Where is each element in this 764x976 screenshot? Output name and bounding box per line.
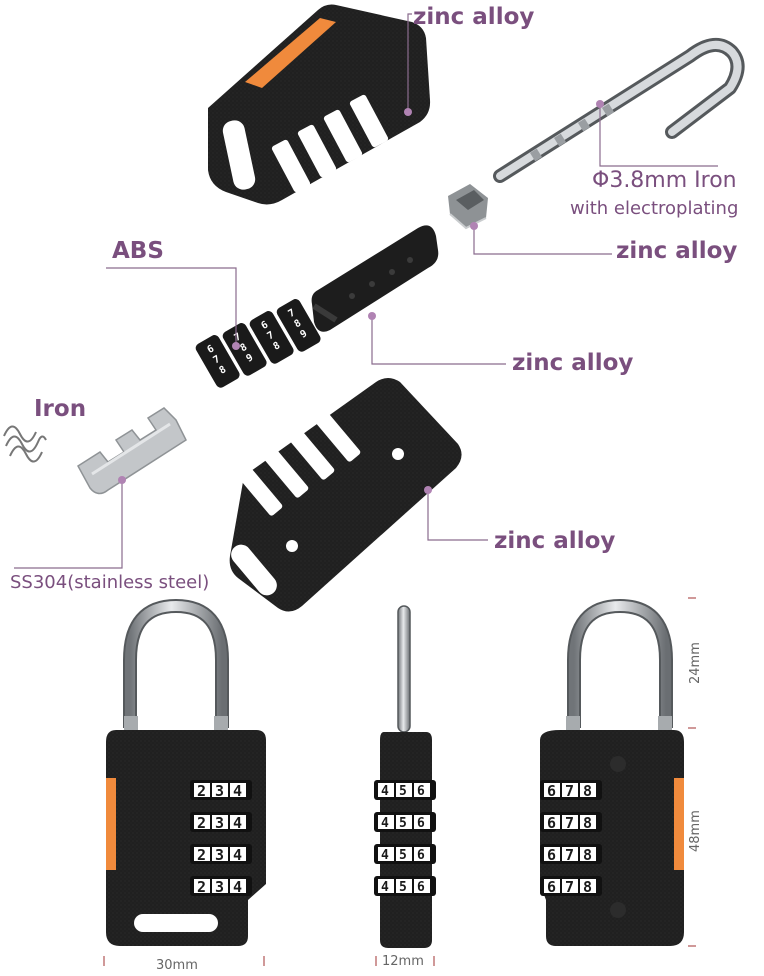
dial-digit: 7	[287, 307, 298, 320]
leader-ss304	[14, 480, 123, 569]
svg-text:2: 2	[197, 782, 206, 800]
svg-text:8: 8	[583, 782, 592, 800]
svg-text:4: 4	[233, 846, 242, 864]
label-zinc-bottom: zinc alloy	[494, 528, 616, 554]
svg-text:3: 3	[215, 878, 224, 896]
dial-wheel: 7 8 9	[222, 323, 267, 376]
svg-text:2: 2	[197, 878, 206, 896]
leader-zinc-core	[371, 316, 506, 365]
svg-text:3: 3	[215, 846, 224, 864]
dial-wheels-part: 6 7 8 7 8 9 6 7 8 7 8 9	[195, 299, 321, 388]
label-iron-rod-line1: Φ3.8mm Iron	[592, 168, 737, 193]
svg-text:4: 4	[233, 782, 242, 800]
leader-lines	[14, 13, 718, 569]
dial-digit: 8	[293, 318, 304, 331]
dial-digit: 8	[272, 340, 283, 353]
svg-text:5: 5	[399, 816, 407, 831]
svg-text:6: 6	[547, 814, 556, 832]
dimension-body-height: 48mm	[688, 810, 703, 852]
dimension-width: 30mm	[156, 958, 198, 973]
dial-digit: 7	[266, 330, 277, 343]
svg-text:6: 6	[417, 880, 425, 895]
dial-wheel: 6 7 8	[195, 335, 240, 388]
svg-text:8: 8	[583, 846, 592, 864]
svg-text:7: 7	[565, 814, 574, 832]
svg-text:4: 4	[381, 816, 389, 831]
label-abs: ABS	[112, 238, 164, 264]
dial-digit: 8	[239, 342, 250, 355]
dial-digit: 7	[233, 331, 244, 344]
dimension-depth: 12mm	[382, 954, 424, 969]
leader-zinc-top	[407, 13, 412, 112]
dial-digit: 9	[245, 352, 256, 365]
svg-text:5: 5	[399, 784, 407, 799]
leader-zinc-bottom	[427, 490, 488, 541]
leader-dots	[118, 100, 604, 494]
svg-text:6: 6	[547, 846, 556, 864]
svg-text:4: 4	[381, 880, 389, 895]
leader-zinc-cap	[473, 226, 612, 255]
dial-digit: 8	[218, 364, 229, 377]
label-zinc-core: zinc alloy	[512, 350, 634, 376]
dimension-ticks	[103, 597, 696, 966]
dial-digit: 6	[260, 319, 271, 332]
svg-text:7: 7	[565, 782, 574, 800]
svg-text:4: 4	[381, 848, 389, 863]
svg-text:5: 5	[399, 880, 407, 895]
shackle-rod-part	[493, 38, 745, 183]
leader-abs	[106, 267, 237, 346]
core-cylinder-part	[311, 225, 439, 332]
spring-part	[3, 425, 47, 463]
svg-text:6: 6	[417, 848, 425, 863]
svg-text:8: 8	[583, 878, 592, 896]
dial-digit: 7	[212, 354, 223, 367]
leader-iron-rod	[599, 104, 718, 167]
svg-text:2: 2	[197, 814, 206, 832]
svg-text:6: 6	[417, 784, 425, 799]
svg-text:7: 7	[565, 846, 574, 864]
dial-wheel: 6 7 8	[249, 311, 294, 364]
label-zinc-top: zinc alloy	[413, 4, 535, 30]
svg-text:3: 3	[215, 814, 224, 832]
bottom-shell-part	[229, 378, 462, 612]
svg-text:4: 4	[381, 784, 389, 799]
svg-text:4: 4	[233, 878, 242, 896]
svg-text:2: 2	[197, 846, 206, 864]
label-iron-rod-line2: with electroplating	[570, 198, 739, 219]
dial-wheel: 7 8 9	[276, 299, 321, 352]
svg-text:5: 5	[399, 848, 407, 863]
shackle-cap-part	[448, 184, 488, 230]
label-iron-spring: Iron	[34, 396, 87, 422]
top-shell-part	[208, 4, 431, 205]
dial-digit: 9	[299, 328, 310, 341]
dimension-shackle-height: 24mm	[688, 642, 703, 684]
svg-text:6: 6	[547, 782, 556, 800]
svg-text:6: 6	[417, 816, 425, 831]
svg-text:3: 3	[215, 782, 224, 800]
svg-text:7: 7	[565, 878, 574, 896]
dial-digit: 6	[206, 343, 217, 356]
label-zinc-cap: zinc alloy	[616, 238, 738, 264]
label-ss304: SS304(stainless steel)	[10, 572, 210, 593]
svg-text:4: 4	[233, 814, 242, 832]
ss304-plate-part	[77, 407, 187, 495]
svg-text:6: 6	[547, 878, 556, 896]
svg-text:8: 8	[583, 814, 592, 832]
